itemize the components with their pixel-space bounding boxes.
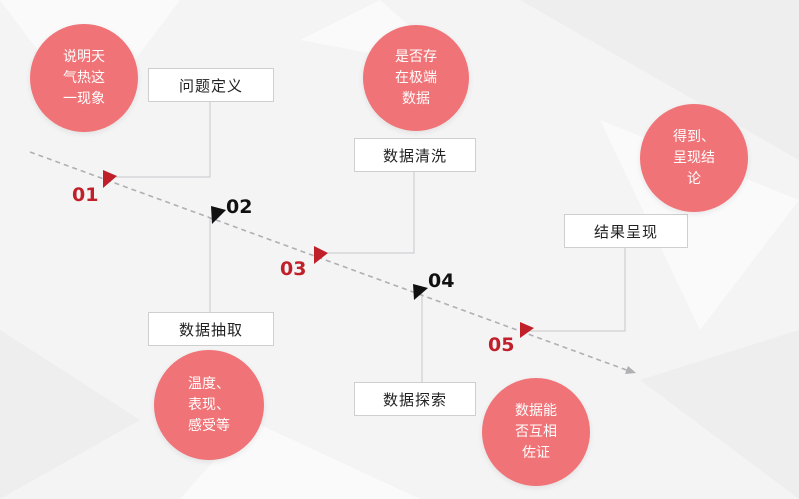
connector-lines xyxy=(116,101,626,383)
note-circle-05: 得到、 呈现结 论 xyxy=(640,104,748,212)
markers xyxy=(103,170,534,338)
note-text-04: 数据能 否互相 佐证 xyxy=(515,402,557,461)
step-title-02: 数据抽取 xyxy=(148,312,274,346)
note-circle-01: 说明天 气热这 一现象 xyxy=(30,24,138,132)
step-title-04: 数据探索 xyxy=(354,382,476,416)
note-text-03: 是否存 在极端 数据 xyxy=(395,48,437,107)
step-number-04: 04 xyxy=(428,270,455,292)
step-number-02: 02 xyxy=(226,196,253,218)
note-text-01: 说明天 气热这 一现象 xyxy=(63,48,105,107)
marker-01 xyxy=(103,170,117,188)
step-number-03: 03 xyxy=(280,258,307,280)
connector-03 xyxy=(324,171,415,254)
step-title-05: 结果呈现 xyxy=(564,214,688,248)
timeline-line xyxy=(29,151,633,373)
note-circle-03: 是否存 在极端 数据 xyxy=(363,25,469,131)
note-text-02: 温度、 表现、 感受等 xyxy=(188,375,230,434)
marker-05 xyxy=(520,322,534,338)
note-circle-02: 温度、 表现、 感受等 xyxy=(154,350,264,460)
marker-02 xyxy=(211,206,226,224)
step-title-03: 数据清洗 xyxy=(354,138,476,172)
note-circle-04: 数据能 否互相 佐证 xyxy=(482,378,590,486)
step-number-05: 05 xyxy=(488,334,515,356)
marker-04 xyxy=(413,284,428,300)
step-number-01: 01 xyxy=(72,184,99,206)
marker-03 xyxy=(314,246,328,264)
note-text-05: 得到、 呈现结 论 xyxy=(673,128,715,187)
connector-05 xyxy=(528,247,626,332)
timeline-arrowhead xyxy=(625,366,636,374)
connector-01 xyxy=(116,101,211,178)
step-title-01: 问题定义 xyxy=(148,68,274,102)
